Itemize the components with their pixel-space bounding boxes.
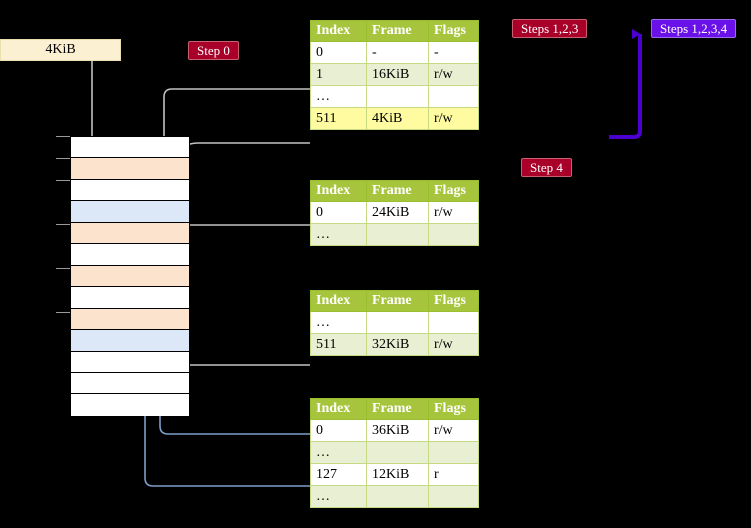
memory-frame-row: [71, 265, 189, 288]
column-header-flags: Flags: [428, 20, 479, 42]
table-cell: [428, 85, 479, 108]
table-row: …: [310, 441, 479, 464]
memory-tick: [56, 180, 70, 181]
memory-frame-row: [71, 351, 189, 373]
column-header-index: Index: [310, 290, 367, 312]
table-cell: r/w: [428, 201, 479, 224]
table-row: …: [310, 311, 479, 334]
wire-pml4-row1: [163, 88, 310, 154]
label-step-0: Step 0: [188, 41, 239, 60]
table-cell: [366, 485, 429, 508]
table-cell: 4KiB: [366, 107, 429, 130]
violet-bracket: [609, 29, 642, 139]
table-cell: r/w: [428, 419, 479, 442]
table-cell: 12KiB: [366, 463, 429, 486]
memory-frame-row: [71, 137, 189, 159]
memory-tick: [56, 136, 70, 137]
table-cell: …: [310, 311, 367, 334]
label-steps-123: Steps 1,2,3: [512, 19, 588, 38]
wire-pt-row0: [153, 344, 310, 435]
table-cell: …: [310, 485, 367, 508]
memory-frame-row: [71, 244, 189, 266]
memory-frame-row: [71, 394, 189, 416]
table-cell: …: [310, 223, 367, 246]
table-row: …: [310, 85, 479, 108]
table-row: 0--: [310, 41, 479, 64]
wire-pdpt-row0: [180, 224, 310, 279]
table-cell: [366, 311, 429, 334]
memory-frame-row: [71, 308, 189, 331]
memory-tick: [56, 312, 70, 313]
column-header-index: Index: [310, 20, 367, 42]
table-cell: [428, 485, 479, 508]
label-steps-1234: Steps 1,2,3,4: [651, 19, 737, 38]
column-header-frame: Frame: [366, 290, 429, 312]
table-cell: 0: [310, 419, 367, 442]
table-cell: 1: [310, 63, 367, 86]
column-header-frame: Frame: [366, 180, 429, 202]
table-cell: 32KiB: [366, 333, 429, 356]
table-cell: 36KiB: [366, 419, 429, 442]
column-header-frame: Frame: [366, 398, 429, 420]
table-cell: r/w: [428, 63, 479, 86]
column-header-index: Index: [310, 398, 367, 420]
column-header-flags: Flags: [428, 290, 479, 312]
memory-frame-row: [71, 179, 189, 202]
memory-tick: [56, 268, 70, 269]
table-cell: r/w: [428, 333, 479, 356]
table-cell: 511: [310, 107, 367, 130]
memory-frame-row: [71, 287, 189, 309]
frame-size-banner: 4KiB: [0, 39, 121, 61]
column-header-flags: Flags: [428, 398, 479, 420]
table-cell: 511: [310, 333, 367, 356]
column-header-frame: Frame: [366, 20, 429, 42]
memory-tick: [56, 224, 70, 225]
table-cell: 127: [310, 463, 367, 486]
table-cell: [366, 85, 429, 108]
label-step-4: Step 4: [521, 158, 572, 177]
table-cell: [428, 441, 479, 464]
table-cell: [428, 223, 479, 246]
table-cell: -: [366, 41, 429, 64]
table-cell: 0: [310, 41, 367, 64]
table-cell: r: [428, 463, 479, 486]
wire-pt-row127: [138, 214, 310, 487]
memory-frame-row: [71, 372, 189, 395]
table-cell: [366, 223, 429, 246]
memory-tick: [56, 158, 70, 159]
table-cell: 0: [310, 201, 367, 224]
memory-frame-row: [71, 158, 189, 180]
table-row: …: [310, 223, 479, 246]
table-cell: 16KiB: [366, 63, 429, 86]
memory-frame-row: [71, 330, 189, 352]
table-cell: [366, 441, 429, 464]
memory-frame-row: [71, 201, 189, 223]
column-header-flags: Flags: [428, 180, 479, 202]
table-cell: …: [310, 441, 367, 464]
wire-pml4-row511: [175, 142, 310, 163]
memory-frame-row: [71, 222, 189, 245]
table-cell: r/w: [428, 107, 479, 130]
table-cell: 24KiB: [366, 201, 429, 224]
table-cell: …: [310, 85, 367, 108]
table-cell: [428, 311, 479, 334]
physical-memory-column: [70, 136, 190, 416]
table-cell: -: [428, 41, 479, 64]
column-header-index: Index: [310, 180, 367, 202]
table-row: …: [310, 485, 479, 508]
